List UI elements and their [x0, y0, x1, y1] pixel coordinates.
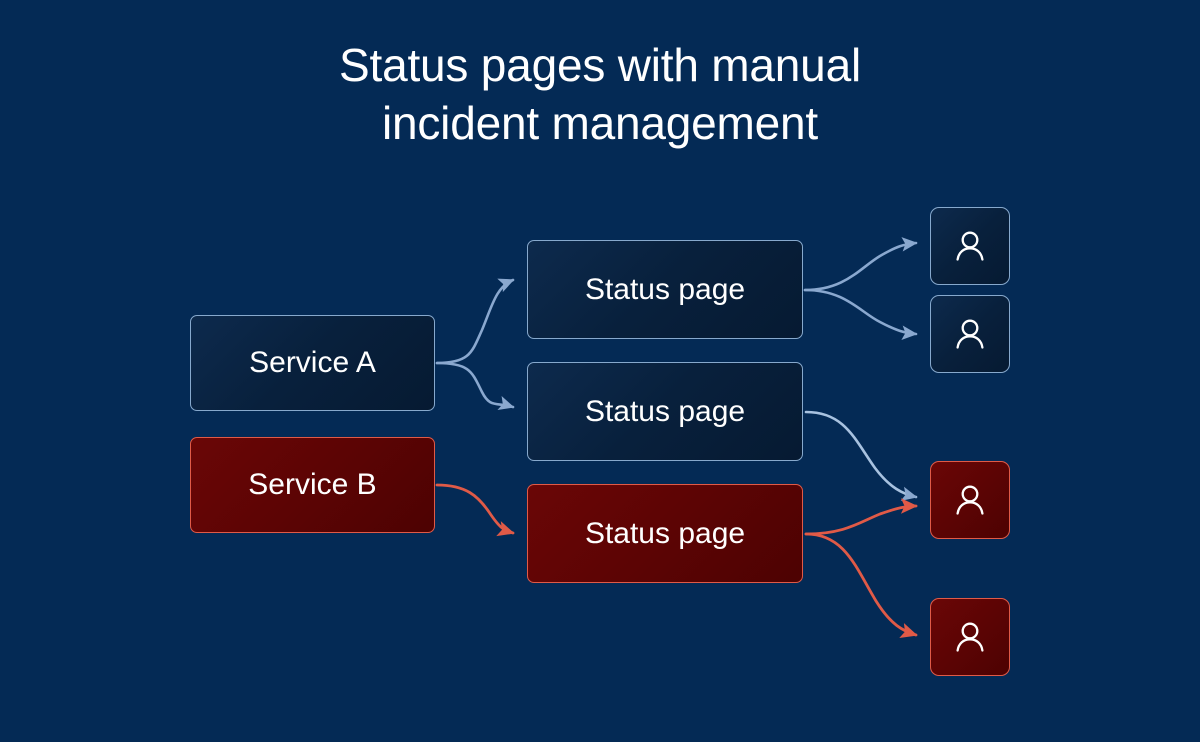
node-status-page-1-label: Status page: [584, 272, 746, 306]
page-title: Status pages with manual incident manage…: [339, 39, 861, 149]
connector-status-page-1-to-person-1: [803, 237, 918, 292]
person-icon: [950, 226, 990, 266]
node-status-page-3-label: Status page: [584, 516, 746, 550]
node-status-page-2-label: Status page: [584, 394, 746, 428]
connector-status-page-1-to-person-2: [803, 288, 918, 340]
node-person-2[interactable]: [930, 295, 1010, 373]
node-service-b-label: Service B: [248, 468, 377, 501]
connector-status-page-3-to-person-3: [804, 498, 918, 536]
connector-status-page-3-to-person-4: [804, 532, 918, 639]
node-service-a-label: Service A: [249, 346, 376, 379]
connector-status-page-2-to-person-3: [804, 410, 918, 501]
node-service-b[interactable]: Service B: [190, 437, 435, 533]
person-icon: [950, 314, 990, 354]
node-person-3[interactable]: [930, 461, 1010, 539]
person-icon: [950, 480, 990, 520]
connector-service-a-to-status-page-1: [435, 278, 515, 365]
node-status-page-3[interactable]: Status page: [527, 484, 803, 583]
person-icon: [950, 617, 990, 657]
node-status-page-2[interactable]: Status page: [527, 362, 803, 461]
node-person-4[interactable]: [930, 598, 1010, 676]
node-status-page-1[interactable]: Status page: [527, 240, 803, 339]
connector-service-a-to-status-page-2: [435, 361, 515, 411]
node-person-1[interactable]: [930, 207, 1010, 285]
connector-service-b-to-status-page-3: [435, 483, 515, 537]
node-service-a[interactable]: Service A: [190, 315, 435, 411]
